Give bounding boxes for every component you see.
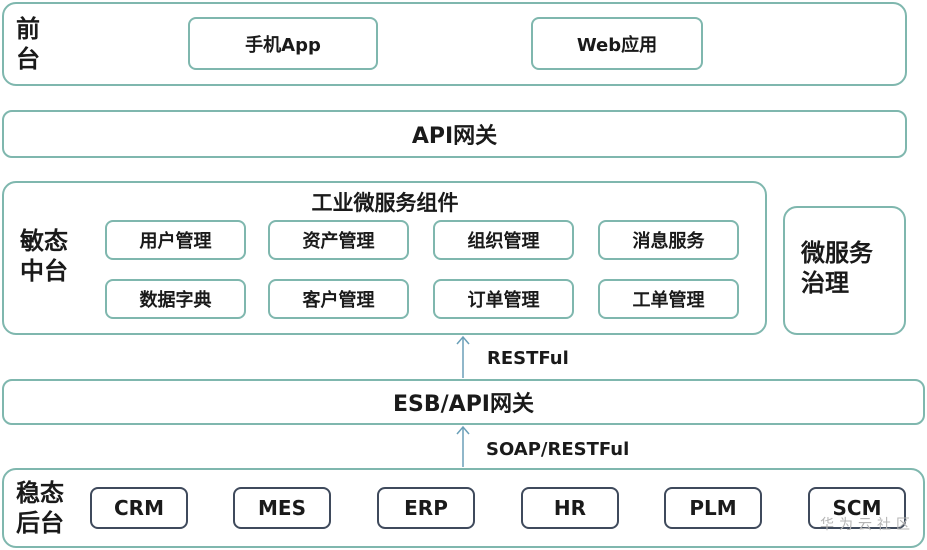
agile-middle-label: 敏态 中台 [20,226,68,286]
agile-middle-label-line2: 中台 [20,257,68,285]
component-ticket-management: 工单管理 [598,279,739,319]
stable-backend-label-line2: 后台 [16,509,64,537]
system-hr: HR [521,487,619,529]
system-crm: CRM [90,487,188,529]
system-plm: PLM [664,487,762,529]
arrow-up-soap [456,425,470,467]
component-message-service: 消息服务 [598,220,739,260]
microservice-group-title: 工业微服务组件 [311,191,459,215]
agile-middle-label-line1: 敏态 [20,227,68,255]
arrow-upper-label: RESTFul [487,348,569,369]
frontend-label-line1: 前 [16,15,40,43]
system-mes: MES [233,487,331,529]
stable-backend-label-line1: 稳态 [16,479,64,507]
governance-box [783,206,906,335]
frontend-label: 前 台 [16,14,40,74]
governance-label: 微服务 治理 [801,238,873,298]
arrow-lower-label: SOAP/RESTFul [486,439,630,460]
component-org-management: 组织管理 [433,220,574,260]
system-scm: SCM [808,487,906,529]
governance-label-line1: 微服务 [801,239,873,267]
system-erp: ERP [377,487,475,529]
stable-backend-label: 稳态 后台 [16,478,64,538]
app-mobile: 手机App [188,17,378,70]
frontend-layer [2,2,907,86]
component-data-dictionary: 数据字典 [105,279,246,319]
api-gateway-bar: API网关 [2,110,907,158]
component-asset-management: 资产管理 [268,220,409,260]
app-web: Web应用 [531,17,703,70]
watermark: 华为云社区 [820,517,915,533]
esb-gateway-bar: ESB/API网关 [2,379,925,425]
frontend-label-line2: 台 [16,45,40,73]
component-customer-management: 客户管理 [268,279,409,319]
component-user-management: 用户管理 [105,220,246,260]
arrow-up-restful [456,335,470,378]
governance-label-line2: 治理 [801,269,849,297]
component-order-management: 订单管理 [433,279,574,319]
